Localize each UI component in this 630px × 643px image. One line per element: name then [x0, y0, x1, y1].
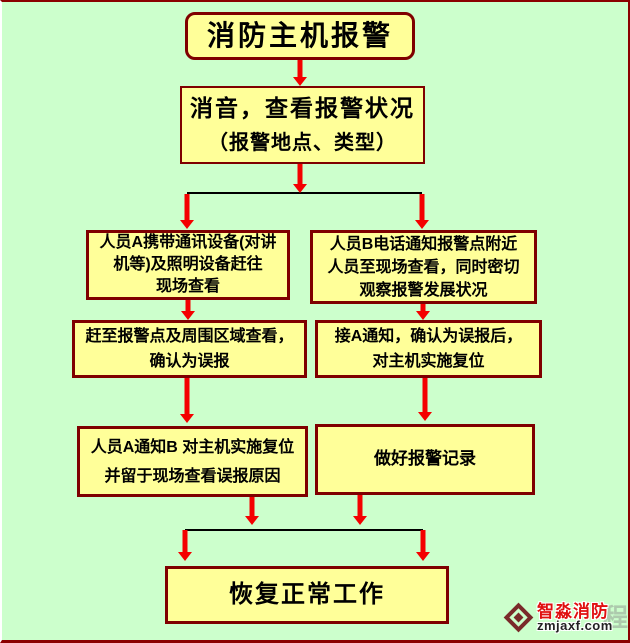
node-text-line: 人员至现场查看，同时密切 [327, 258, 520, 276]
flow-node-resume-normal: 恢复正常工作 [165, 566, 449, 624]
node-text-line: 接A通知，确认为误报后， [334, 328, 523, 345]
node-text-line: 观察报警发展状况 [359, 281, 488, 299]
node-text-line: 消音，查看报警状况 [190, 95, 415, 122]
watermark: 程 智淼消防 zmjaxf.com [500, 596, 628, 640]
watermark-faint-char: 程 [602, 604, 628, 632]
flow-node-personB-reset-host: 接A通知，确认为误报后， 对主机实施复位 [315, 320, 542, 378]
watermark-site: zmjaxf.com [537, 618, 613, 633]
node-text-line: 并留于现场查看误报原因 [104, 467, 281, 485]
node-text-line: 赶至报警点及周围区域查看， [85, 328, 294, 345]
node-text-line: 人员A携带通讯设备(对讲 [99, 234, 277, 251]
node-text-line: 确认为误报 [149, 353, 230, 370]
node-text-line: 机等)及照明设备赶往 [113, 256, 263, 273]
flow-node-personA-verify-false-alarm: 赶至报警点及周围区域查看， 确认为误报 [72, 320, 307, 378]
flow-node-personA-dispatch: 人员A携带通讯设备(对讲 机等)及照明设备赶往 现场查看 [86, 230, 290, 300]
node-text-line: 现场查看 [155, 278, 220, 295]
zhimiao-logo-icon [503, 602, 534, 633]
node-text-line: 对主机实施复位 [372, 353, 485, 370]
flow-node-alarm-record: 做好报警记录 [315, 424, 535, 495]
node-text-line: （报警地点、类型） [208, 131, 397, 154]
flow-node-silence-check: 消音，查看报警状况 （报警地点、类型） [180, 86, 425, 164]
flow-node-personA-notify-reset: 人员A通知B 对主机实施复位 并留于现场查看误报原因 [77, 426, 308, 497]
flow-node-personB-notify: 人员B电话通知报警点附近 人员至现场查看，同时密切 观察报警发展状况 [310, 230, 537, 304]
watermark-brand: 智淼消防 [537, 602, 609, 621]
flow-node-title: 消防主机报警 [185, 12, 415, 60]
node-text-line: 人员A通知B 对主机实施复位 [90, 438, 295, 456]
node-text-line: 人员B电话通知报警点附近 [329, 235, 518, 253]
